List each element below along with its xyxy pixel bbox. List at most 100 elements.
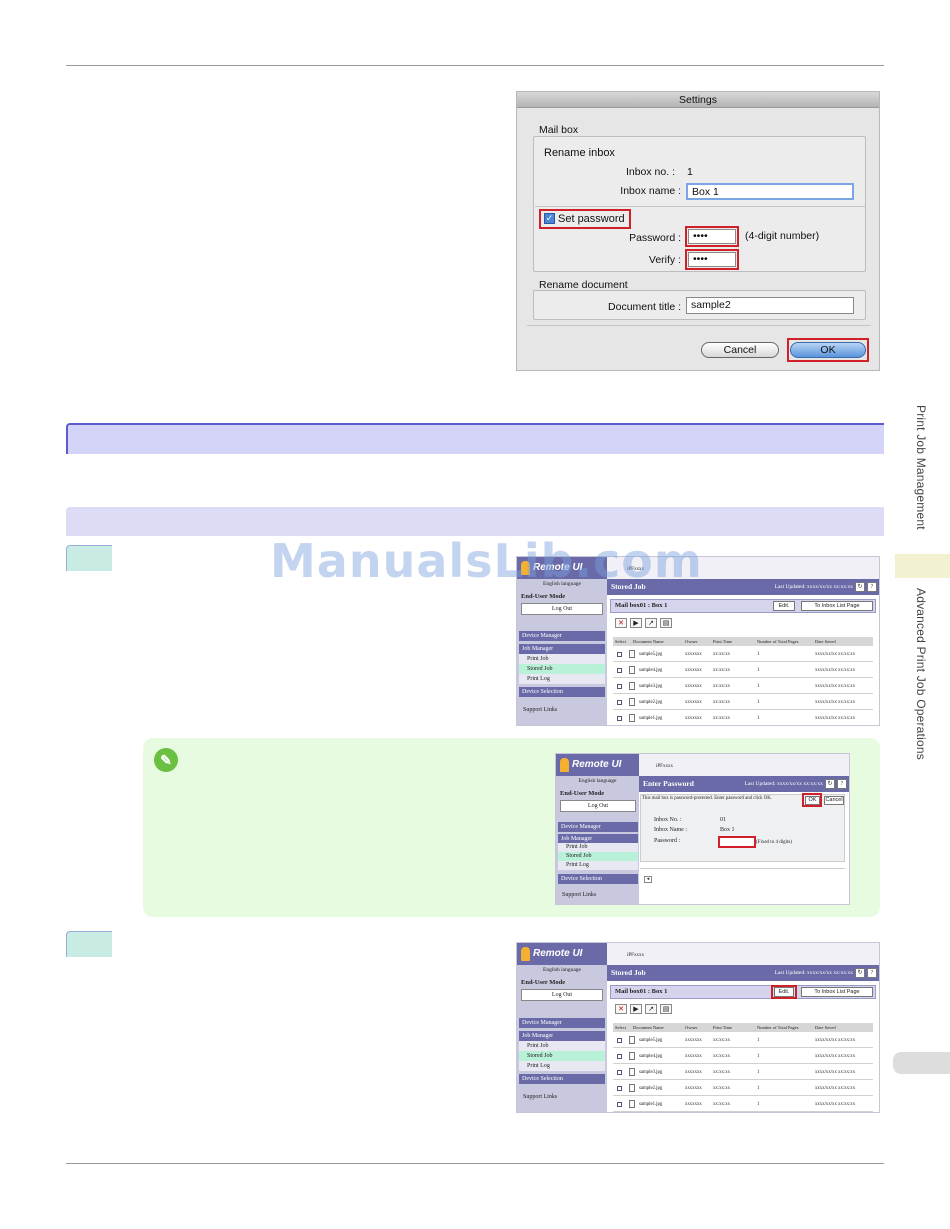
rui-job-manager[interactable]: Job Manager [558, 834, 638, 844]
rui-logout-button[interactable]: Log Out [521, 989, 603, 1001]
password-label: Password : [629, 232, 681, 244]
row-date: xxxx/xx/xx xx:xx:xx [815, 684, 856, 689]
rui-device-manager[interactable]: Device Manager [519, 631, 605, 641]
rui-job-manager[interactable]: Job Manager [519, 644, 605, 654]
row-checkbox[interactable] [617, 668, 622, 673]
cancel-button[interactable]: Cancel [701, 342, 779, 358]
rui-device-manager[interactable]: Device Manager [519, 1018, 605, 1028]
rui-stored-job[interactable]: Stored Job [558, 852, 638, 861]
row-checkbox[interactable] [617, 684, 622, 689]
rui-logout-button[interactable]: Log Out [521, 603, 603, 615]
rui-support-links[interactable]: Support Links [523, 1094, 558, 1100]
rui-to-inbox-button[interactable]: To Inbox List Page [801, 601, 873, 611]
row-pages: 1 [757, 1070, 760, 1075]
row-owner: xxxxxxx [685, 700, 702, 705]
row-checkbox[interactable] [617, 1102, 622, 1107]
rui-logout-button[interactable]: Log Out [560, 800, 636, 812]
rui-to-inbox-button[interactable]: To Inbox List Page [801, 987, 873, 997]
rui-password-input[interactable] [718, 836, 756, 848]
row-name[interactable]: sample1.jpg [639, 1102, 663, 1107]
row-pages: 1 [757, 1054, 760, 1059]
rui-stored-job[interactable]: Stored Job [519, 664, 605, 674]
rui-move-icon[interactable]: ↗ [645, 618, 657, 628]
row-name[interactable]: sample5.jpg [639, 652, 663, 657]
rui-move-icon[interactable]: ↗ [645, 1004, 657, 1014]
row-name[interactable]: sample2.jpg [639, 1086, 663, 1091]
verify-input[interactable]: •••• [688, 252, 736, 267]
rui-delete-icon[interactable]: ✕ [615, 618, 627, 628]
rui-logo: Remote UI [517, 557, 607, 579]
row-name[interactable]: sample4.jpg [639, 1054, 663, 1059]
rui-device-selection[interactable]: Device Selection [519, 1074, 605, 1084]
rui-print-job[interactable]: Print Job [558, 843, 638, 852]
rui-table-header: Select Document Name Owner Print Time Nu… [613, 1023, 873, 1032]
enter-password-screenshot: Remote UI English language End-User Mode… [555, 753, 850, 905]
rui-refresh-icon[interactable]: ↻ [825, 779, 835, 789]
document-icon [629, 682, 635, 690]
rui-language[interactable]: English language [542, 581, 582, 587]
top-rule [66, 65, 884, 66]
rui-edit-button[interactable]: Edit. [773, 601, 795, 611]
rui-support-links[interactable]: Support Links [523, 707, 558, 713]
rui-job-manager[interactable]: Job Manager [519, 1031, 605, 1041]
bottom-rule [66, 1163, 884, 1164]
row-checkbox[interactable] [617, 652, 622, 657]
password-input[interactable]: •••• [688, 229, 736, 244]
row-name[interactable]: sample3.jpg [639, 1070, 663, 1075]
rui-print-log[interactable]: Print Log [519, 674, 605, 684]
rui-help-icon[interactable]: ? [867, 582, 877, 592]
rui-print-job[interactable]: Print Job [519, 1041, 605, 1051]
rui-page-title: Stored Job [607, 965, 879, 981]
ok-button[interactable]: OK [790, 342, 866, 358]
row-name[interactable]: sample3.jpg [639, 684, 663, 689]
rui-table-header: Select Document Name Owner Print Time Nu… [613, 637, 873, 646]
row-name[interactable]: sample5.jpg [639, 1038, 663, 1043]
row-date: xxxx/xx/xx xx:xx:xx [815, 700, 856, 705]
rui-print-log[interactable]: Print Log [558, 861, 638, 870]
rui-print-log[interactable]: Print Log [519, 1061, 605, 1071]
rui-edit-button[interactable]: Edit. [774, 987, 794, 997]
rui-cancel-button[interactable]: Cancel [824, 796, 844, 805]
row-checkbox[interactable] [617, 1086, 622, 1091]
rui-stored-job[interactable]: Stored Job [519, 1051, 605, 1061]
rui-language[interactable]: English language [542, 967, 582, 973]
row-name[interactable]: sample1.jpg [639, 716, 663, 721]
rui-device-selection[interactable]: Device Selection [519, 687, 605, 697]
row-checkbox[interactable] [617, 1038, 622, 1043]
row-owner: xxxxxxx [685, 684, 702, 689]
rui-print-icon[interactable]: ▶ [630, 1004, 642, 1014]
rui-device-manager[interactable]: Device Manager [558, 822, 638, 832]
rui-help-icon[interactable]: ? [867, 968, 877, 978]
rui-print-job[interactable]: Print Job [519, 654, 605, 664]
document-title-input[interactable]: sample2 [686, 297, 854, 314]
inbox-name-input[interactable]: Box 1 [686, 183, 854, 200]
row-checkbox[interactable] [617, 700, 622, 705]
rui-support-links[interactable]: Support Links [562, 892, 597, 898]
rui-help-icon[interactable]: ? [837, 779, 847, 789]
rui-details-icon[interactable]: ▤ [660, 618, 672, 628]
row-name[interactable]: sample2.jpg [639, 700, 663, 705]
set-password-checkbox[interactable]: ✓ [544, 213, 555, 224]
rui-page-title: Enter Password [639, 776, 849, 792]
rui-refresh-icon[interactable]: ↻ [855, 968, 865, 978]
rui-refresh-icon[interactable]: ↻ [855, 582, 865, 592]
rui-password-hint: (Fixed to 4 digits) [756, 840, 792, 845]
row-checkbox[interactable] [617, 1054, 622, 1059]
rui-ok-button[interactable]: OK [805, 796, 820, 805]
rui-details-icon[interactable]: ▤ [660, 1004, 672, 1014]
row-checkbox[interactable] [617, 716, 622, 721]
stored-job-edit-screenshot: Remote UI English language End-User Mode… [516, 942, 880, 1113]
rui-device-selection[interactable]: Device Selection [558, 874, 638, 884]
watermark: ManualsLib.com [270, 534, 703, 588]
row-date: xxxx/xx/xx xx:xx:xx [815, 1038, 856, 1043]
rui-language[interactable]: English language [578, 778, 617, 784]
rui-delete-icon[interactable]: ✕ [615, 1004, 627, 1014]
row-checkbox[interactable] [617, 1070, 622, 1075]
row-name[interactable]: sample4.jpg [639, 668, 663, 673]
rui-print-icon[interactable]: ▶ [630, 618, 642, 628]
rui-back-icon[interactable]: ◂ [644, 876, 652, 883]
col-date-saved: Date Saved [815, 1025, 836, 1030]
rui-last-updated: Last Updated: xxxx/xx/xx xx:xx:xx [774, 584, 853, 590]
